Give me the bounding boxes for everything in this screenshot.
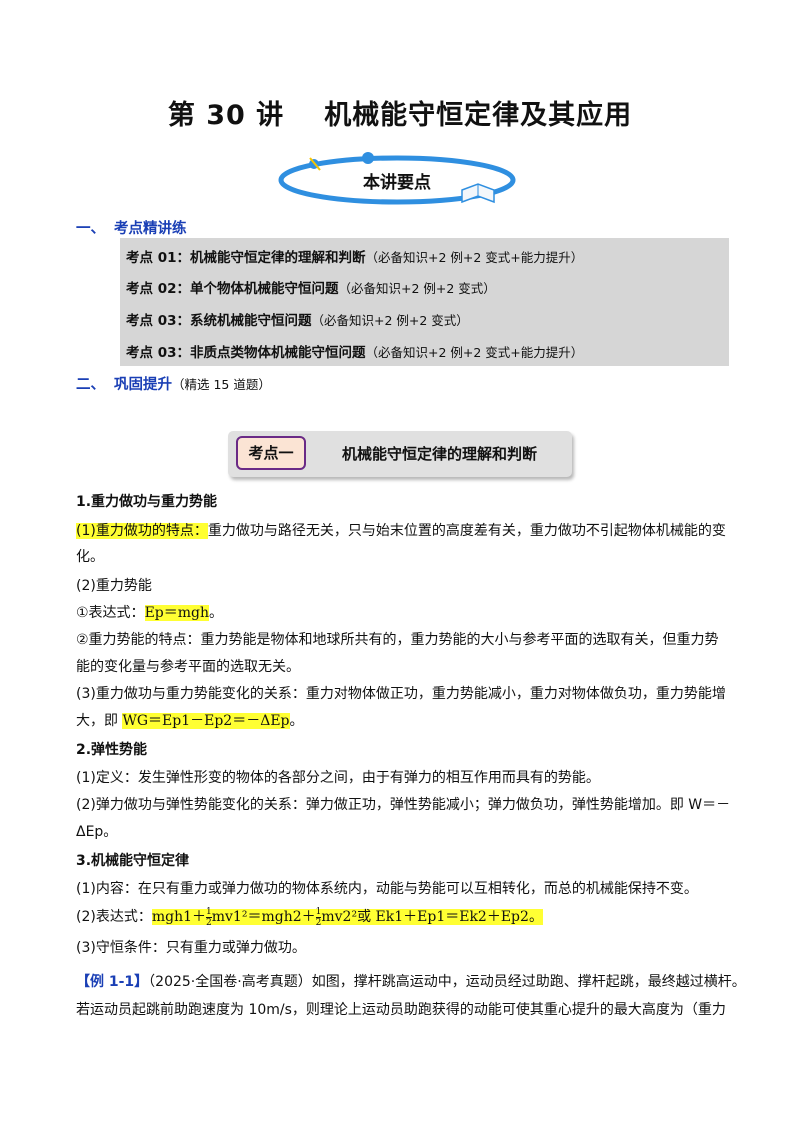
- kaodian-title: 机械能守恒定律的理解和判断: [342, 445, 538, 463]
- paragraph-line: (2)重力势能: [76, 578, 152, 594]
- paragraph-line: ①表达式：Ep＝mgh。: [76, 602, 223, 622]
- point-item: 考点 03：非质点类物体机械能守恒问题（必备知识+2 例+2 变式+能力提升）: [126, 341, 583, 361]
- paragraph-line: (3)重力做功与重力势能变化的关系：重力对物体做正功，重力势能减小，重力对物体做…: [76, 686, 726, 702]
- paragraph-line: 能的变化量与参考平面的选取无关。: [76, 659, 300, 675]
- formula-part: mgh1＋: [151, 909, 207, 925]
- book-ring-icon: [278, 152, 516, 205]
- paragraph-line: (1)重力做功的特点：重力做功与路径无关，只与始末位置的高度差有关，重力做功不引…: [76, 520, 726, 540]
- paragraph-line: (1)内容：在只有重力或弹力做功的物体系统内，动能与势能可以互相转化，而总的机械…: [76, 881, 698, 897]
- fraction-denominator: 2: [206, 917, 212, 928]
- point-detail: （必备知识+2 例+2 变式）: [311, 313, 469, 328]
- paragraph-line: ②重力势能的特点：重力势能是物体和地球所共有的，重力势能的大小与参考平面的选取有…: [76, 632, 719, 648]
- kaodian-badge: 考点一: [236, 436, 306, 470]
- page-title: 第 30 讲 机械能守恒定律及其应用: [0, 93, 800, 132]
- point-tag: 考点 03：非质点类物体机械能守恒问题: [126, 345, 366, 361]
- point-item: 考点 02：单个物体机械能守恒问题（必备知识+2 例+2 变式）: [126, 277, 496, 297]
- paragraph-line: 化。: [76, 549, 104, 565]
- banner-label: 本讲要点: [363, 173, 431, 193]
- formula-part: 。: [528, 909, 543, 925]
- highlighted-label: (1)重力做功的特点：: [76, 523, 208, 539]
- formula-gravity-pe: Ep＝mgh: [144, 605, 209, 621]
- paragraph-text: 大，即: [76, 713, 123, 729]
- point-tag: 考点 02：单个物体机械能守恒问题: [126, 281, 339, 297]
- point-detail: （必备知识+2 例+2 变式+能力提升）: [365, 250, 584, 265]
- example-line: 【例 1-1】（2025·全国卷·高考真题）如图，撑杆跳高运动中，运动员经过助跑…: [76, 971, 746, 991]
- point-detail: （必备知识+2 例+2 变式）: [338, 281, 496, 296]
- formula-part: mv2²: [321, 909, 358, 925]
- example-text: （2025·全国卷·高考真题）如图，撑杆跳高运动中，运动员经过助跑、撑杆起跳，最…: [148, 974, 746, 990]
- lecture-title: 机械能守恒定律及其应用: [324, 100, 633, 131]
- content-heading-3: 3.机械能守恒定律: [76, 853, 190, 869]
- content-heading-2: 2.弹性势能: [76, 742, 148, 758]
- point-item: 考点 01：机械能守恒定律的理解和判断（必备知识+2 例+2 变式+能力提升）: [126, 246, 583, 266]
- example-tag: 【例 1-1】: [76, 974, 149, 990]
- paragraph-text: ①表达式：: [76, 605, 145, 621]
- fraction-numerator: 1: [315, 906, 322, 918]
- point-item: 考点 03：系统机械能守恒问题（必备知识+2 例+2 变式）: [126, 309, 469, 329]
- point-detail: （必备知识+2 例+2 变式+能力提升）: [365, 345, 584, 360]
- formula-part: mv1²＝mgh2＋: [211, 909, 316, 925]
- paragraph-text: 。: [289, 713, 304, 729]
- paragraph-line: 大，即 WG＝Ep1－Ep2＝－ΔEp。: [76, 710, 304, 730]
- point-tag: 考点 01：机械能守恒定律的理解和判断: [126, 250, 366, 266]
- paragraph-line: ΔEp。: [76, 824, 118, 840]
- point-tag: 考点 03：系统机械能守恒问题: [126, 313, 312, 329]
- paragraph-line: (3)守恒条件：只有重力或弹力做功。: [76, 940, 306, 956]
- lecture-number: 第 30 讲: [167, 100, 285, 131]
- section-label: 考点精讲练: [114, 221, 187, 237]
- content-heading-1: 1.重力做功与重力势能: [76, 494, 218, 510]
- formula-part: 或: [357, 909, 376, 925]
- paragraph-text: 重力做功与路径无关，只与始末位置的高度差有关，重力做功不引起物体机械能的变: [207, 523, 726, 539]
- paragraph-text: 。: [209, 605, 223, 621]
- section-label: 巩固提升: [114, 377, 172, 393]
- section-heading-1: 一、考点精讲练: [76, 217, 187, 238]
- section-note: （精选 15 道题）: [172, 377, 271, 392]
- example-line: 若运动员起跳前助跑速度为 10m/s，则理论上运动员助跑获得的动能可使其重心提升…: [76, 1002, 726, 1018]
- fraction-numerator: 1: [206, 906, 212, 918]
- fraction-denominator: 2: [315, 917, 322, 928]
- section-number: 二、: [76, 377, 105, 393]
- paragraph-text: (2)表达式：: [76, 909, 152, 925]
- section-number: 一、: [76, 221, 105, 237]
- kaodian-banner: 考点一 机械能守恒定律的理解和判断: [228, 431, 572, 477]
- formula-part: Ek1＋Ep1＝Ek2＋Ep2: [375, 909, 529, 925]
- paragraph-line: (1)定义：发生弹性形变的物体的各部分之间，由于有弹力的相互作用而具有的势能。: [76, 770, 600, 786]
- key-points-box: 考点 01：机械能守恒定律的理解和判断（必备知识+2 例+2 变式+能力提升） …: [120, 238, 729, 366]
- key-points-banner: 本讲要点: [272, 148, 522, 210]
- formula-work-energy: WG＝Ep1－Ep2＝－ΔEp: [122, 713, 290, 729]
- section-heading-2: 二、巩固提升（精选 15 道题）: [76, 373, 271, 394]
- paragraph-line: (2)弹力做功与弹性势能变化的关系：弹力做正功，弹性势能减小；弹力做负功，弹性势…: [76, 797, 731, 813]
